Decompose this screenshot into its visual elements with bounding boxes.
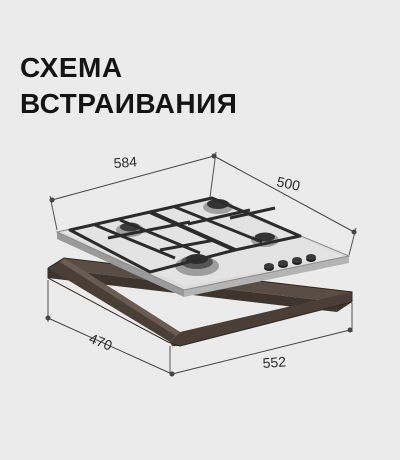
dimension-label-cutout-width: 552 (262, 353, 287, 371)
dimension-label-hob-depth: 500 (275, 173, 301, 194)
dimension-label-cutout-depth: 470 (87, 330, 115, 354)
knob-4 (306, 254, 316, 262)
dimension-lines (45, 151, 357, 377)
control-knobs (264, 254, 316, 271)
title-line-1: СХЕМА (20, 52, 123, 83)
dimension-label-hob-width: 584 (113, 153, 138, 171)
title-line-2: ВСТРАИВАНИЯ (20, 88, 238, 119)
gas-hob (55, 196, 351, 297)
knob-3 (292, 257, 302, 265)
knob-1 (264, 263, 274, 271)
page-title: СХЕМА ВСТРАИВАНИЯ (20, 50, 237, 122)
knob-2 (278, 260, 288, 268)
pan-grates (68, 196, 302, 274)
